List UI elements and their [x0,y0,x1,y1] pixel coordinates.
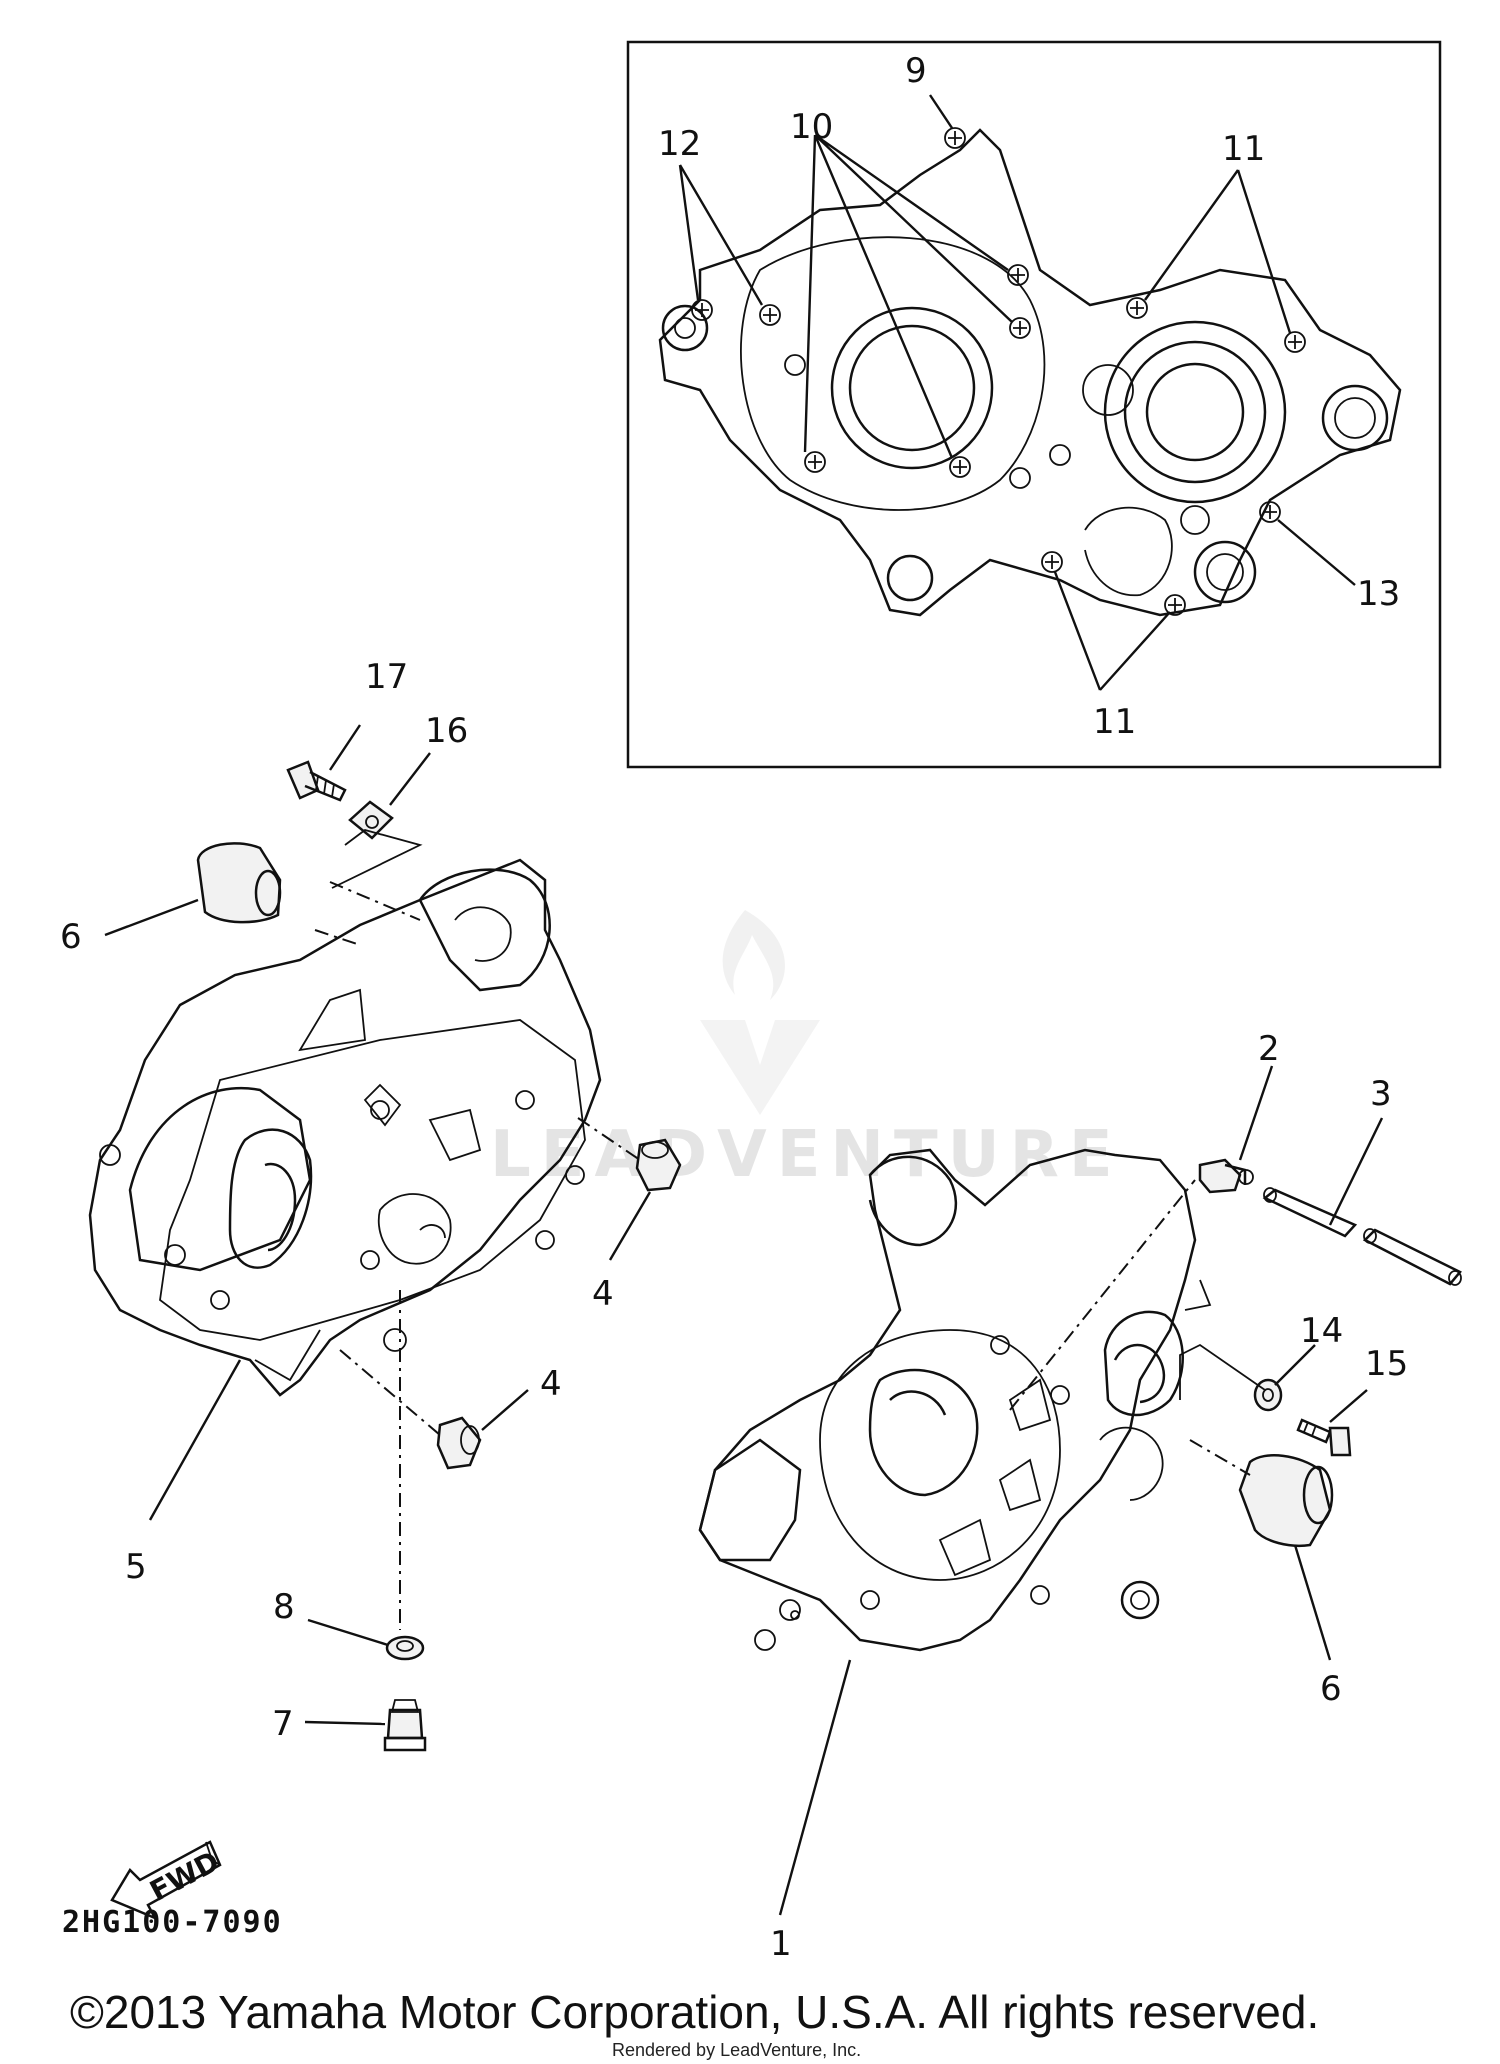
part-8-washer [385,1635,425,1661]
part-4-dowel-upper [635,1138,682,1192]
callout-7: 7 [272,1704,294,1744]
part-15-bolt [1296,1418,1352,1457]
callout-16: 16 [425,711,468,751]
callout-labels: 9 10 12 11 13 11 17 16 6 4 4 5 8 7 2 3 1… [60,51,1408,1964]
part-6-dowel-right [1238,1454,1334,1547]
callout-15: 15 [1365,1344,1408,1384]
part-7-drain-bolt [383,1699,427,1752]
part-6-dowel-left [196,842,282,924]
callout-1: 1 [770,1924,792,1964]
callout-8: 8 [273,1587,295,1627]
callout-5: 5 [125,1547,147,1587]
fwd-label: FWD [144,1844,224,1908]
part-4-dowel-lower [436,1416,482,1470]
leader-lines [104,724,1384,1916]
callout-4-lower: 4 [540,1364,562,1404]
callout-4-upper: 4 [592,1274,614,1314]
part-17-bolt [286,760,347,802]
callout-10: 10 [790,107,833,147]
callout-17: 17 [365,657,408,697]
part-2-hose-fitting [1198,1158,1254,1194]
callout-11-lower: 11 [1093,702,1136,742]
inset-panel [626,40,1442,769]
part-3-pin [1262,1187,1462,1286]
callout-9: 9 [905,51,927,91]
part-16-plate [348,800,394,840]
callout-3: 3 [1370,1074,1392,1114]
right-crankcase-half [698,1148,1212,1652]
callout-6-right: 6 [1320,1669,1342,1709]
callout-6-left: 6 [60,917,82,957]
callout-14: 14 [1300,1311,1343,1351]
callout-13: 13 [1357,574,1400,614]
diagram-part-code: 2HG100-7090 [62,1905,283,1940]
callout-2: 2 [1258,1029,1280,1069]
callout-11-upper: 11 [1222,129,1265,169]
copyright-notice: ©2013 Yamaha Motor Corporation, U.S.A. A… [70,1986,1320,2038]
callout-12: 12 [658,124,701,164]
rendered-by-credit: Rendered by LeadVenture, Inc. [612,2040,862,2060]
watermark-text: LEADVENTURE [490,1118,1123,1192]
watermark-logo [700,910,820,1115]
